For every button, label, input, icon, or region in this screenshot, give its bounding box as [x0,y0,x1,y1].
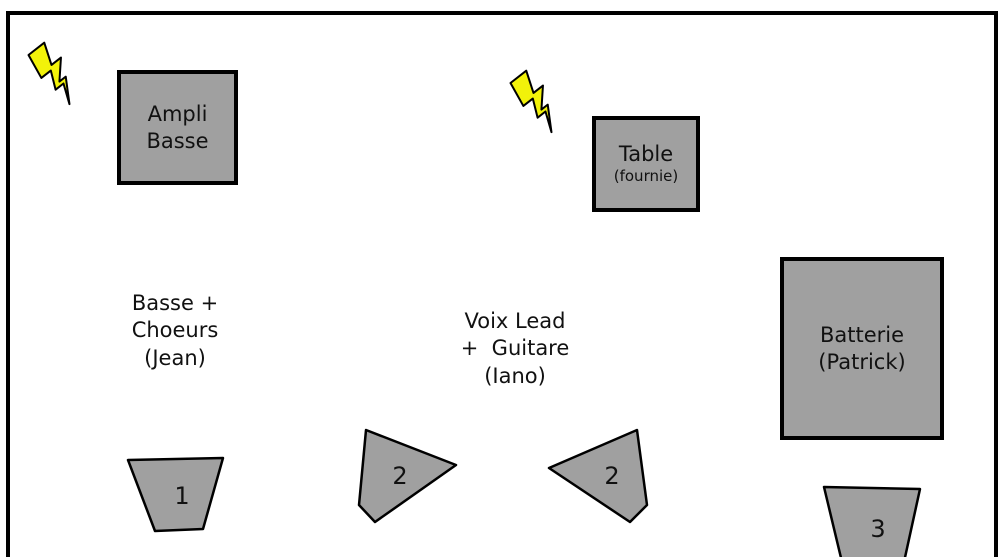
monitor-number: 2 [604,462,620,490]
musician-jean-label: Basse + Choeurs (Jean) [100,290,250,372]
lightning-bolt-icon [27,41,71,106]
monitor-wedge [822,485,922,557]
musician-iano-label: Voix Lead + Guitare (Iano) [425,308,605,390]
musician-jean-line1: Basse + [131,291,219,315]
ampli-basse-box [117,70,238,185]
monitor-wedge [126,456,225,533]
batterie-box [780,257,944,440]
musician-iano-line2: + Guitare [460,336,570,361]
monitor-number: 1 [174,482,190,510]
musician-iano-line3: (Iano) [484,363,546,388]
monitor-number: 2 [392,462,408,490]
monitor-wedge [547,428,649,524]
monitor-number: 3 [870,515,886,543]
monitor-wedge [357,428,458,524]
musician-iano-line1: Voix Lead [464,309,566,333]
musician-jean-line2: Choeurs [131,318,219,343]
lightning-bolt-icon [509,69,553,134]
musician-jean-line3: (Jean) [144,345,206,370]
table-box [592,116,700,212]
